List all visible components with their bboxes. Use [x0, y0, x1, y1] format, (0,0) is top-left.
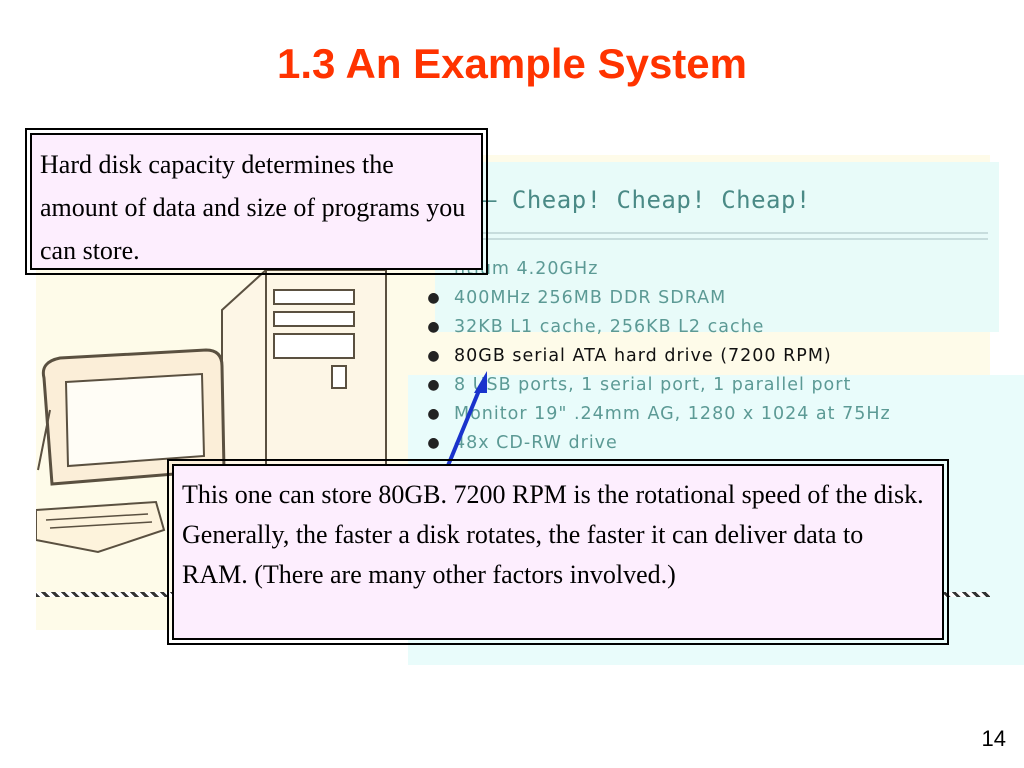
spec-text: Monitor 19" .24mm AG, 1280 x 1024 at 75H… [454, 403, 891, 424]
bullet-icon: ● [427, 318, 441, 335]
spec-text: ntium 4.20GHz [454, 258, 599, 279]
bullet-icon: ● [427, 289, 441, 306]
slide-number: 14 [981, 726, 1006, 751]
ad-heading: – Cheap! Cheap! Cheap! [482, 186, 811, 214]
ad-divider [458, 238, 988, 240]
slide-title: 1.3 An Example System [277, 40, 747, 87]
spec-text: 8 USB ports, 1 serial port, 1 parallel p… [454, 374, 852, 395]
spec-item: ● 400MHz 256MB DDR SDRAM [414, 283, 891, 312]
spec-item: ● 48x CD-RW drive [414, 428, 891, 457]
spec-item: ntium 4.20GHz [414, 254, 891, 283]
spec-text: 32KB L1 cache, 256KB L2 cache [454, 316, 765, 337]
ad-background-upper [435, 162, 999, 332]
bullet-icon: ● [427, 434, 441, 451]
bullet-icon: ● [427, 376, 441, 393]
spec-list: ntium 4.20GHz ● 400MHz 256MB DDR SDRAM ● 3… [414, 254, 891, 457]
spec-text: 80GB serial ATA hard drive (7200 RPM) [454, 345, 832, 366]
bullet-icon: ● [427, 347, 441, 364]
callout-disk-speed: This one can store 80GB. 7200 RPM is the… [167, 459, 949, 645]
spec-text: 48x CD-RW drive [454, 432, 618, 453]
spec-item: ● 8 USB ports, 1 serial port, 1 parallel … [414, 370, 891, 399]
monitor-icon [37, 348, 226, 486]
spec-item: ● Monitor 19" .24mm AG, 1280 x 1024 at 75… [414, 399, 891, 428]
ad-divider [458, 232, 988, 234]
spec-item-hard-drive: ● 80GB serial ATA hard drive (7200 RPM) [414, 341, 891, 370]
callout-hard-disk-capacity: Hard disk capacity determines the amount… [25, 128, 488, 275]
keyboard-icon [36, 500, 166, 554]
spec-item: ● 32KB L1 cache, 256KB L2 cache [414, 312, 891, 341]
bullet-icon: ● [427, 405, 441, 422]
spec-text: 400MHz 256MB DDR SDRAM [454, 287, 727, 308]
